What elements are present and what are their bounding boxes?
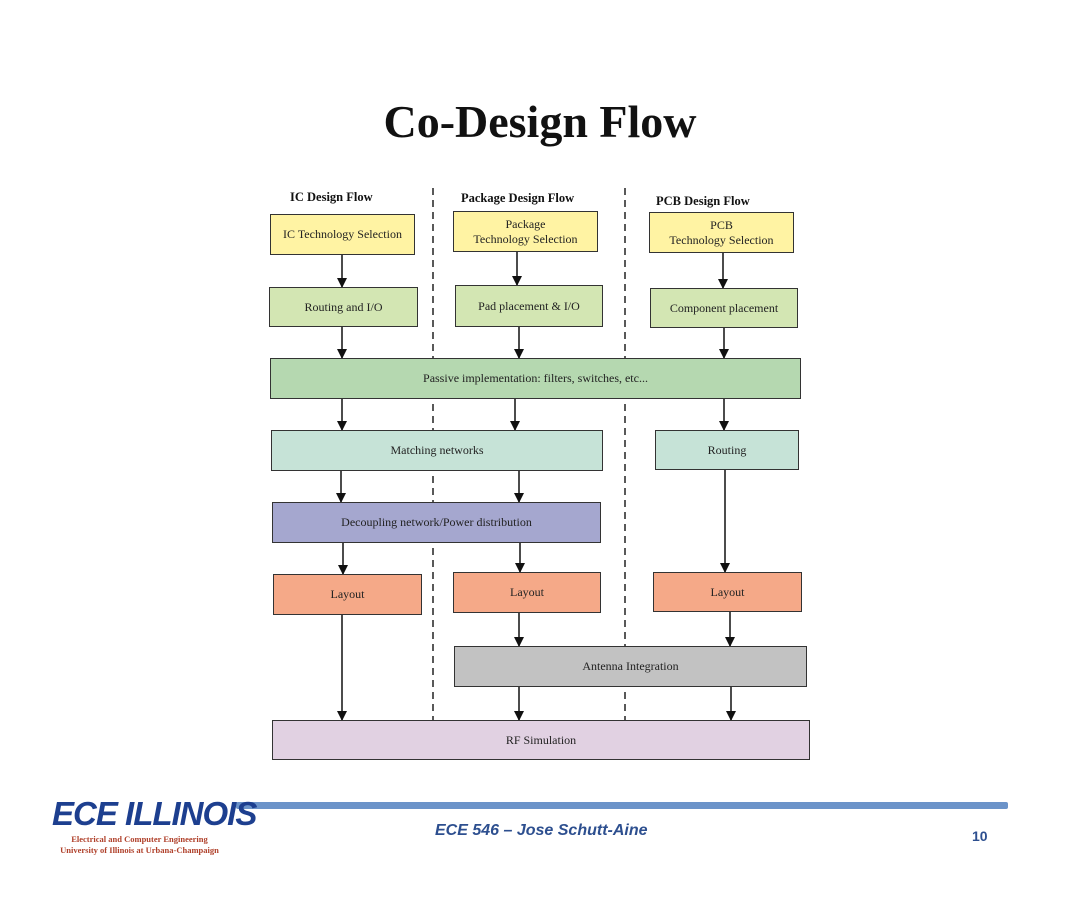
footer-divider [236, 802, 1008, 809]
box-component-placement: Component placement [650, 288, 798, 328]
box-matching-networks: Matching networks [271, 430, 603, 471]
box-antenna-integration: Antenna Integration [454, 646, 807, 687]
box-ic-technology-selection: IC Technology Selection [270, 214, 415, 255]
slide-title: Co-Design Flow [383, 96, 697, 147]
page-number: 10 [972, 828, 988, 844]
box-package-layout: Layout [453, 572, 601, 613]
box-package-technology-selection: Package Technology Selection [453, 211, 598, 252]
column-header-pcb: PCB Design Flow [656, 194, 750, 208]
box-pad-placement: Pad placement & I/O [455, 285, 603, 327]
box-pcb-routing: Routing [655, 430, 799, 470]
box-decoupling-network: Decoupling network/Power distribution [272, 502, 601, 543]
box-pcb-technology-selection: PCB Technology Selection [649, 212, 794, 253]
ece-illinois-logo: ECE ILLINOIS [52, 795, 257, 832]
box-passive-implementation: Passive implementation: filters, switche… [270, 358, 801, 399]
column-header-ic: IC Design Flow [290, 190, 373, 204]
box-rf-simulation: RF Simulation [272, 720, 810, 760]
logo-subtitle-line2: University of Illinois at Urbana-Champai… [60, 845, 219, 855]
box-routing-and-io: Routing and I/O [269, 287, 418, 327]
logo-subtitle-line1: Electrical and Computer Engineering [71, 834, 208, 844]
column-header-package: Package Design Flow [461, 191, 575, 205]
box-pcb-layout: Layout [653, 572, 802, 612]
course-label: ECE 546 – Jose Schutt-Aine [435, 822, 648, 839]
box-ic-layout: Layout [273, 574, 422, 615]
